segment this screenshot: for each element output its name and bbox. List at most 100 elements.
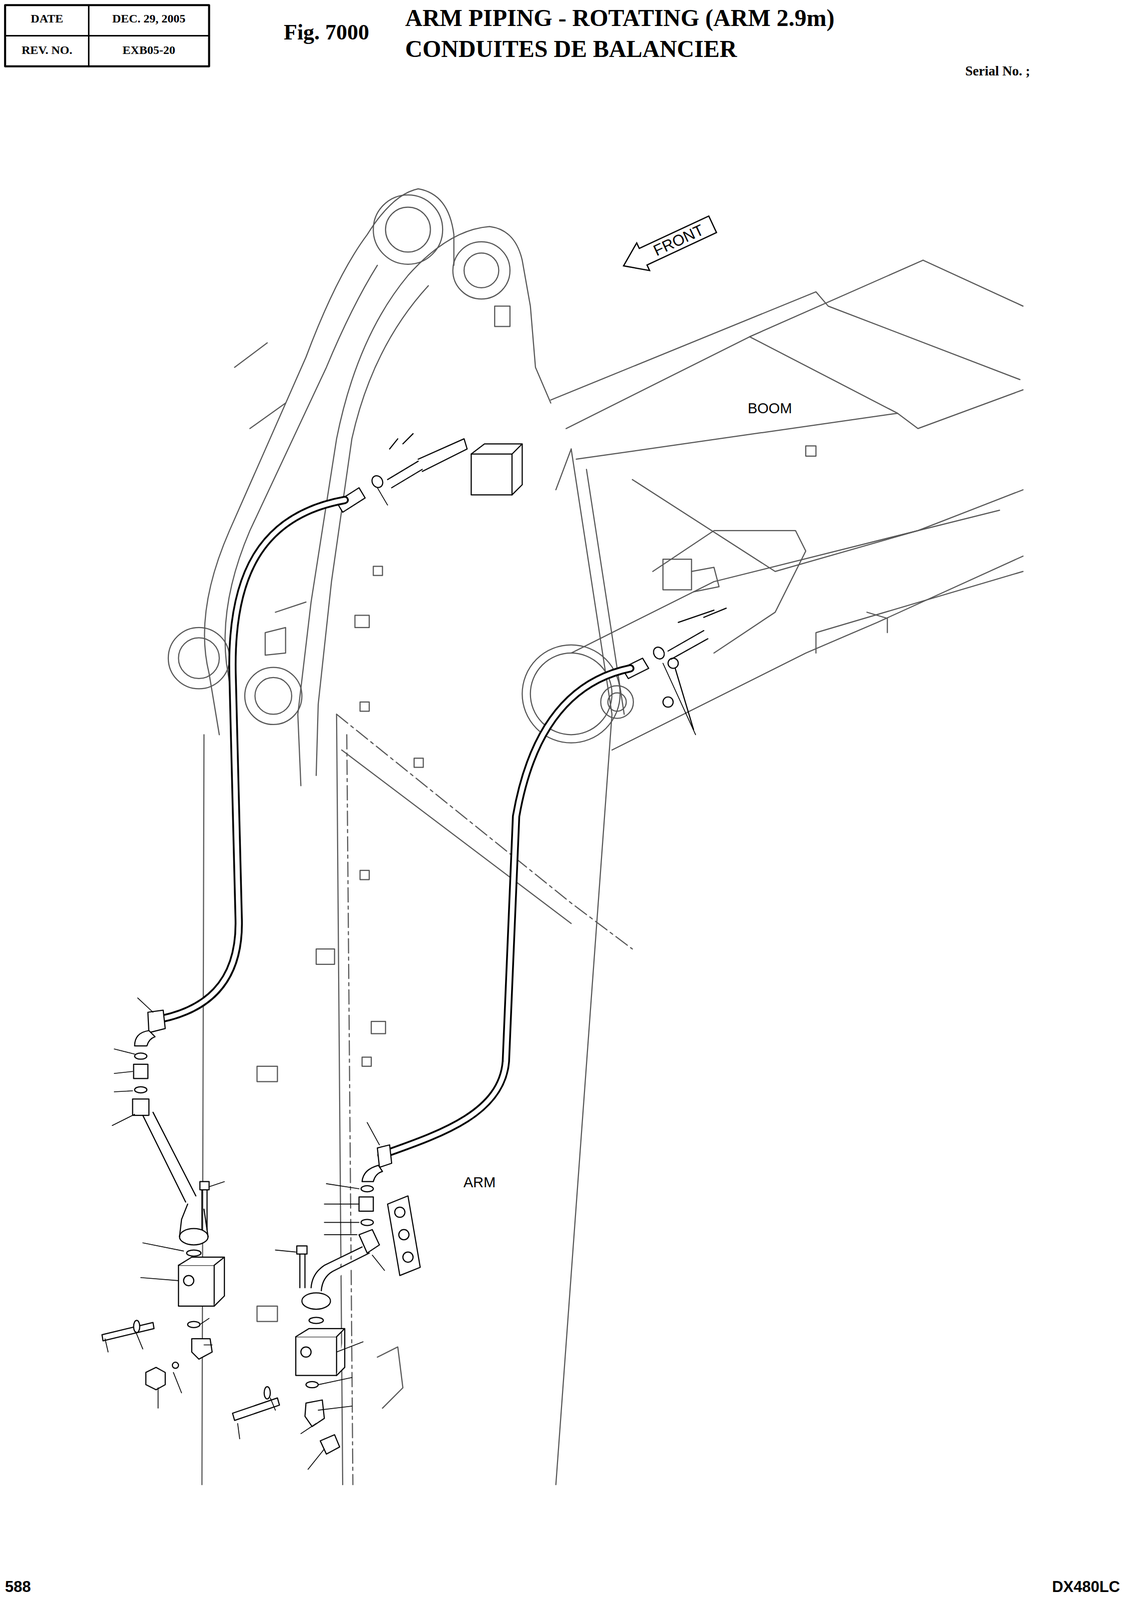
leader-lines-part — [324, 1203, 359, 1205]
arm-structure-part — [316, 285, 429, 776]
leader-lines-part — [336, 1341, 364, 1352]
arm-structure-part — [453, 241, 511, 299]
upper-fittings-part — [471, 454, 513, 496]
lower-left-fittings-part — [201, 1188, 207, 1230]
page-number: 588 — [4, 1578, 31, 1595]
leader-lines-part — [318, 1377, 352, 1385]
leader-lines-part — [140, 1277, 179, 1281]
lower-left-fittings-part — [178, 1256, 225, 1306]
arrow-shape — [616, 210, 719, 280]
header-table — [4, 4, 209, 67]
hoses-part — [381, 668, 631, 1155]
arm-structure-part — [371, 1021, 386, 1034]
lower-left-fittings-part — [134, 1086, 148, 1093]
upper-fittings-part — [418, 438, 468, 472]
lower-right-fittings-part — [296, 1245, 307, 1254]
lower-right-fittings-part — [304, 1399, 325, 1427]
lower-left-fittings-part — [179, 1228, 208, 1245]
boom-structure-part — [570, 510, 1000, 653]
arm-structure-part — [556, 449, 612, 1485]
lower-right-fittings-part — [311, 1246, 370, 1291]
leader-lines-part — [137, 997, 154, 1013]
arm-structure-part — [168, 627, 230, 689]
arm-structure-part — [346, 734, 353, 1485]
leader-lines-part — [318, 1405, 352, 1410]
arm-structure-part — [341, 749, 571, 924]
arm-structure-part — [556, 449, 572, 491]
lower-right-fittings-part — [394, 1206, 405, 1217]
boom-structure-part — [576, 389, 1024, 460]
boom-structure-part — [815, 571, 1023, 653]
lower-left-fittings-part — [133, 1064, 148, 1079]
arm-structure-part — [373, 194, 443, 265]
lower-right-fittings-part — [377, 1144, 392, 1167]
lower-right-fittings — [232, 1144, 421, 1454]
leader-lines-part — [157, 1387, 159, 1408]
lower-left-fittings-part — [172, 1361, 179, 1368]
lower-right-fittings-part — [299, 1252, 305, 1288]
leader-lines-part — [308, 1448, 325, 1470]
upper-fittings-part — [662, 696, 673, 707]
boom-structure-part — [662, 559, 692, 590]
upper-fittings-part — [678, 607, 727, 623]
arm-structure-part — [360, 870, 370, 880]
arm-structure-part — [494, 306, 511, 327]
leader-lines-part — [135, 1331, 143, 1349]
arm-structure-part — [178, 637, 220, 679]
arm-structure-part — [362, 1057, 372, 1067]
leader-lines-part — [275, 1249, 296, 1252]
boom-structure-part — [551, 291, 1021, 400]
leader-lines-part — [112, 1114, 135, 1125]
lower-left-fittings-part — [145, 1366, 166, 1390]
leader-lines-part — [104, 1338, 108, 1352]
leader-lines-part — [367, 1122, 380, 1145]
lower-left-fittings-part — [133, 1319, 140, 1333]
arm-structure-part — [297, 226, 551, 786]
header-table-part — [4, 34, 209, 37]
header-table-part — [87, 4, 90, 67]
arm-structure-part — [204, 188, 454, 735]
boom-structure-part — [632, 479, 1024, 572]
leader-lines-part — [203, 1344, 212, 1346]
arm-structure-part — [355, 614, 370, 628]
lower-right-fittings-part — [301, 1292, 331, 1309]
leader-lines-part — [662, 662, 696, 735]
arm-structure-part — [414, 757, 424, 767]
lower-left-fittings-part — [142, 1112, 196, 1202]
boom-structure-part — [611, 556, 1024, 750]
arm-structure-part — [257, 1305, 278, 1322]
arm-structure-part — [244, 667, 302, 725]
lower-right-fittings-part — [359, 1229, 380, 1253]
lower-left-fittings-part — [101, 1322, 154, 1341]
leader-lines-part — [199, 1317, 209, 1324]
direction-arrow: FRONT — [616, 210, 719, 280]
upper-fittings-part — [387, 461, 423, 488]
hoses-part — [152, 500, 345, 1021]
part-label: ARM — [463, 1174, 496, 1190]
lower-left-fittings-part — [186, 1249, 202, 1256]
leader-lines-part — [114, 1071, 133, 1074]
leader-lines-part — [173, 1372, 182, 1393]
lower-right-fittings-part — [306, 1381, 319, 1388]
lower-left-fittings-part — [191, 1338, 213, 1359]
lower-right-fittings-part — [264, 1386, 271, 1399]
leader-lines-part — [114, 1090, 133, 1092]
leader-lines-part — [324, 1233, 357, 1235]
upper-fittings-part — [667, 657, 678, 668]
boom-structure-part — [652, 530, 806, 653]
leader-lines-part — [114, 1048, 135, 1054]
upper-fittings-part — [471, 443, 523, 495]
lower-left-fittings-part — [134, 1030, 156, 1047]
node-text: FRONT — [650, 221, 706, 259]
lower-left-fittings-part — [134, 1052, 148, 1059]
table-value: EXB05-20 — [122, 43, 175, 56]
hoses-part — [152, 500, 345, 1021]
arm-structure-part — [316, 948, 335, 965]
leader-lines-part — [237, 1423, 240, 1439]
subtitle: CONDUITES DE BALANCIER — [405, 36, 737, 61]
lower-left-fittings-part — [183, 1275, 194, 1286]
arm-structure-part — [254, 677, 292, 715]
arm-structure-part — [377, 1346, 403, 1409]
lower-right-fittings-part — [402, 1251, 413, 1262]
